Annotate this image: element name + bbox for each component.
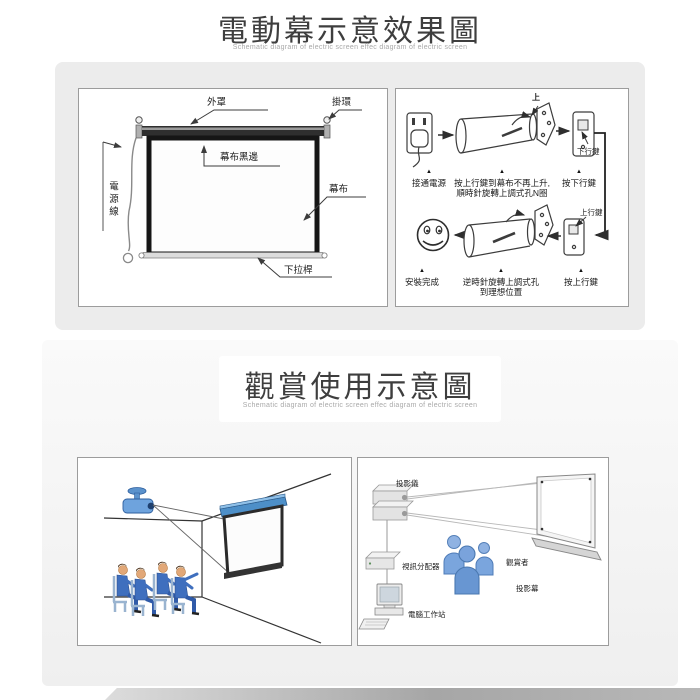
- pointing-arm: [182, 572, 199, 582]
- down-key-label: 下行鍵: [577, 147, 600, 156]
- projection-screen-label: 投影幕: [516, 584, 539, 593]
- roller-up-drawing: [455, 102, 556, 154]
- workstation-label: 電腦工作站: [408, 610, 446, 619]
- switch-up-drawing: [563, 216, 587, 256]
- step5-text-line1: 逆時針旋轉上調式孔: [462, 277, 540, 287]
- wall-screen: [219, 493, 288, 579]
- connection-diagram-panel: 投影儀 視訊分配器 電腦工作站 觀賞者 投影幕: [357, 457, 609, 646]
- section2-subtitle: Schematic diagram of electric screen eff…: [242, 402, 478, 409]
- curtain-label: 幕布: [329, 184, 349, 195]
- projector-label: 投影儀: [396, 479, 419, 488]
- connection-diagram-drawing: [358, 473, 602, 630]
- step1-caption: 接通電源: [399, 169, 459, 188]
- video-distributor-label: 視訊分配器: [402, 562, 440, 571]
- ceiling-projector: [122, 487, 155, 514]
- step5-caption: 逆時針旋轉上調式孔 到理想位置: [451, 268, 551, 297]
- bottom-gray-strip: [105, 688, 700, 700]
- step2-text-line1: 按上行鍵到幕布不再上升,: [454, 178, 550, 188]
- section2-title: 觀賞使用示意圖: [244, 371, 476, 404]
- up-mark-label: 上: [532, 93, 540, 102]
- audience-people: [111, 559, 201, 618]
- room-scene-panel: [77, 457, 352, 646]
- screen-surface: [146, 135, 320, 257]
- section1-card: 外罩 掛環 幕布黑邊 電源線 幕布 下拉桿: [55, 62, 645, 330]
- outer-cover-label: 外罩: [207, 97, 227, 108]
- screen-structure-drawing: [102, 109, 366, 278]
- section2-card: 觀賞使用示意圖 Schematic diagram of electric sc…: [42, 340, 678, 686]
- step5-text-line2: 到理想位置: [479, 287, 523, 297]
- power-cord-label: 電源線: [107, 181, 118, 219]
- step3-caption: 按下行鍵: [549, 169, 609, 188]
- step6-text: 按上行鍵: [563, 277, 598, 287]
- section2-title-backing: [219, 356, 501, 422]
- step1-text: 接通電源: [411, 178, 446, 188]
- hanging-ring-label: 掛環: [332, 97, 352, 108]
- projector-stack: [372, 484, 414, 521]
- housing-bar: [135, 116, 331, 139]
- roller-adjust-drawing: [463, 204, 554, 258]
- pull-rod-label: 下拉桿: [284, 265, 313, 276]
- viewer-figures: [443, 535, 494, 595]
- up-key-label: 上行鍵: [580, 208, 603, 217]
- leader-lines: [102, 109, 366, 278]
- room-scene-drawing: [103, 473, 332, 644]
- step4-text: 安裝完成: [404, 277, 439, 287]
- step2-caption: 按上行鍵到幕布不再上升, 順時針旋轉上調式孔N圈: [450, 169, 554, 198]
- projection-beams: [152, 504, 230, 574]
- step3-text: 按下行鍵: [561, 178, 596, 188]
- install-steps-panel: 上 下行鍵 上行鍵 接通電源 按上行鍵到幕布不再上升, 順時針旋轉上調式孔N圈 …: [395, 88, 629, 307]
- step4-caption: 安裝完成: [396, 268, 448, 287]
- black-edge-label: 幕布黑邊: [220, 152, 259, 163]
- power-cord-drawing: [122, 137, 137, 264]
- step6-caption: 按上行鍵: [551, 268, 611, 287]
- screen-structure-panel: 外罩 掛環 幕布黑邊 電源線 幕布 下拉桿: [78, 88, 388, 307]
- switch-down-drawing: [572, 111, 595, 157]
- power-outlet-drawing: [406, 112, 433, 168]
- video-distributor-box: [365, 551, 401, 570]
- smiley-icon: [416, 218, 450, 252]
- viewers-label: 觀賞者: [506, 558, 529, 567]
- section1-title: 電動幕示意效果圖: [218, 15, 482, 48]
- step2-text-line2: 順時針旋轉上調式孔N圈: [456, 188, 548, 198]
- pull-rod-bar: [138, 252, 328, 259]
- install-steps-drawing: [406, 102, 609, 258]
- section1-subtitle: Schematic diagram of electric screen eff…: [232, 44, 468, 51]
- projection-screen-board: [531, 473, 602, 561]
- workstation-computer: [358, 583, 404, 630]
